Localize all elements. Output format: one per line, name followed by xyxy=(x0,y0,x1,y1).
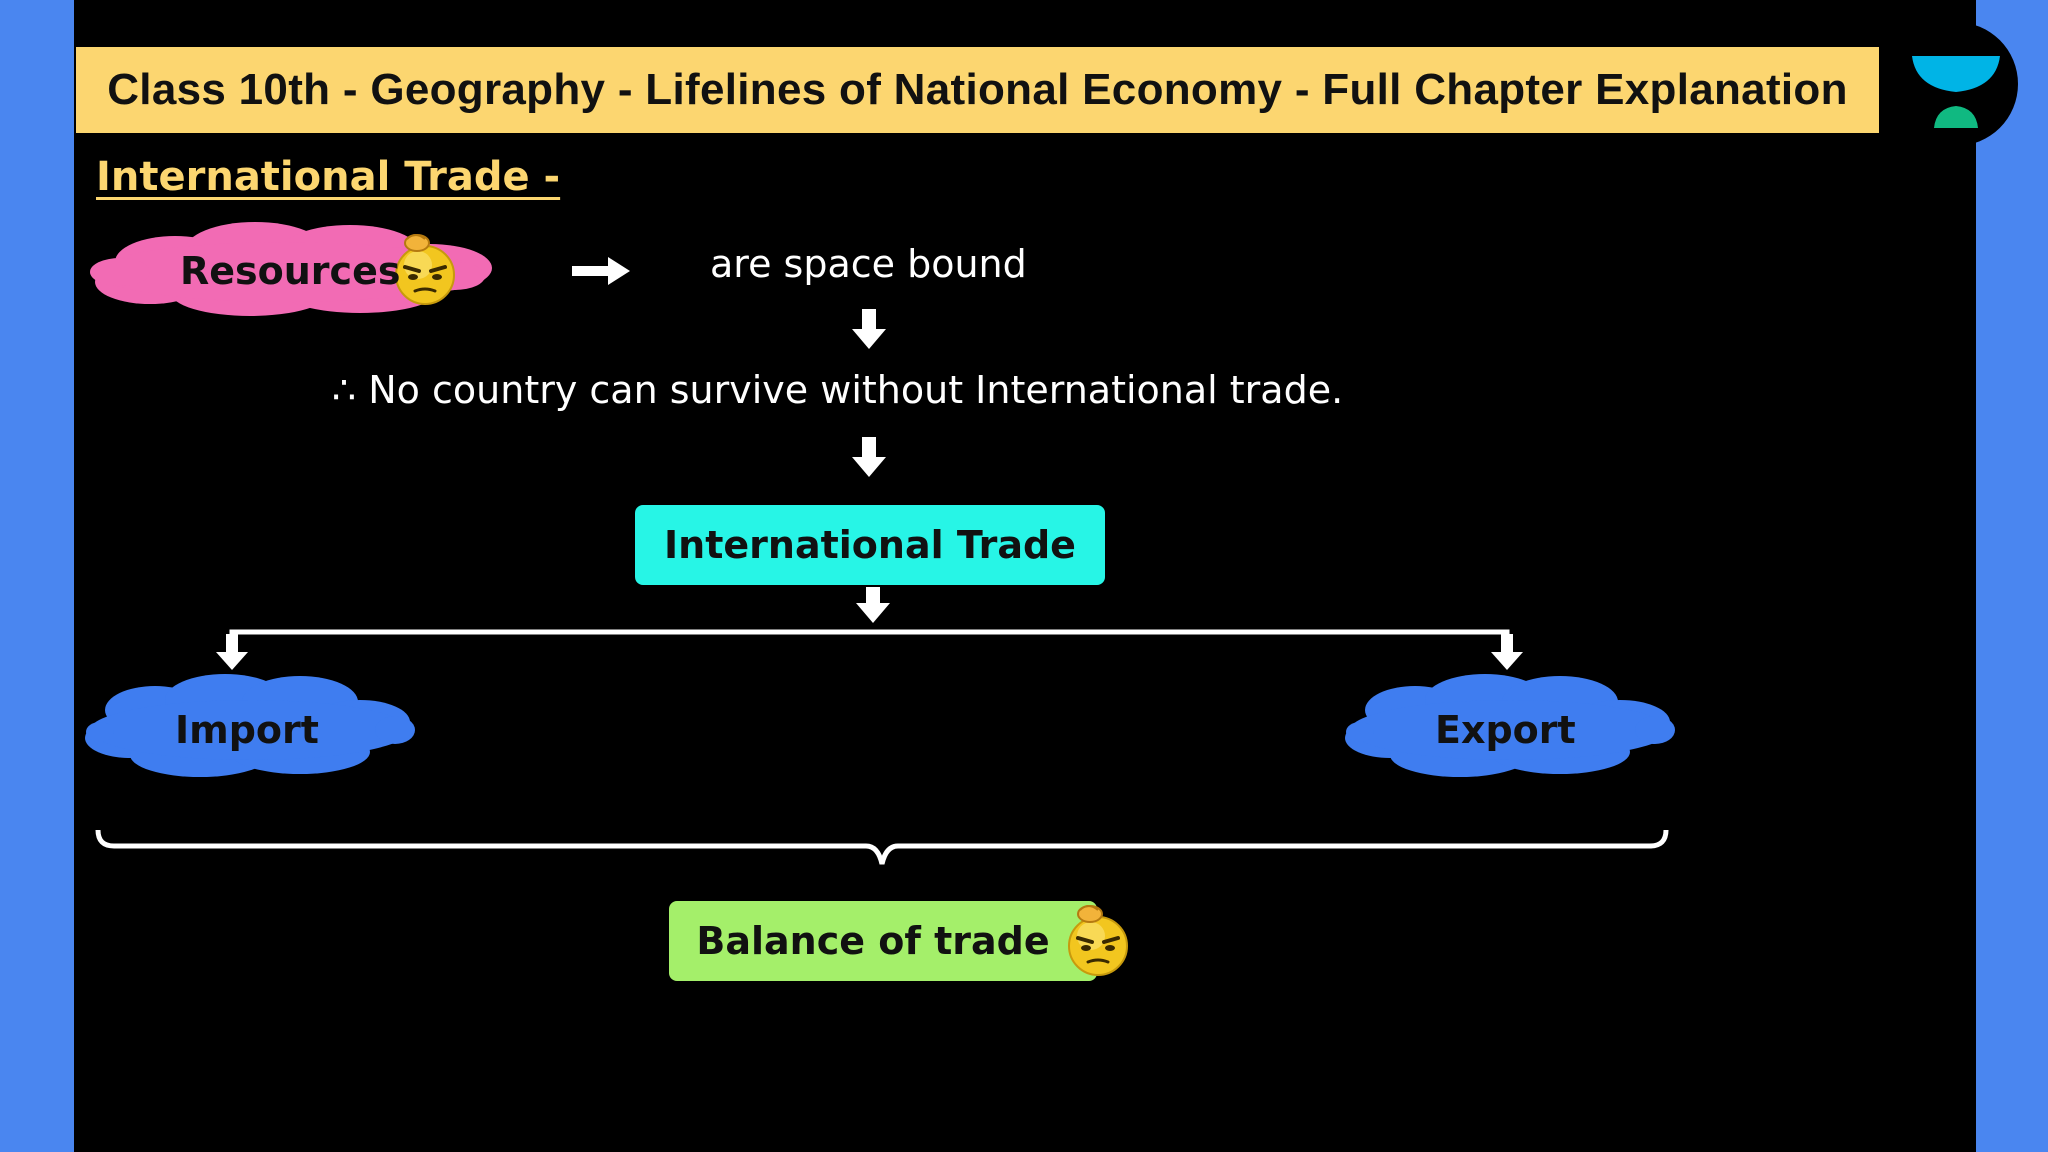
international-trade-box: International Trade xyxy=(635,505,1105,585)
split-connector xyxy=(229,629,1510,647)
down-arrow-icon xyxy=(852,309,886,349)
brace-icon xyxy=(95,829,1669,865)
export-label: Export xyxy=(1435,708,1576,752)
down-arrow-icon xyxy=(216,634,248,670)
import-cloud xyxy=(85,674,415,777)
page-title: Class 10th - Geography - Lifelines of Na… xyxy=(107,65,1848,114)
down-arrow-icon xyxy=(856,587,890,623)
balance-of-trade-box: Balance of trade xyxy=(669,901,1097,981)
right-arrow-icon xyxy=(572,257,630,285)
section-heading: International Trade - xyxy=(96,154,561,200)
import-label: Import xyxy=(175,708,319,752)
export-cloud xyxy=(1345,674,1675,777)
logo-icon xyxy=(1912,56,2000,128)
title-bar: Class 10th - Geography - Lifelines of Na… xyxy=(76,47,1879,133)
down-arrow-icon xyxy=(852,437,886,477)
resources-label: Resources xyxy=(180,249,401,293)
international-trade-label: International Trade xyxy=(664,523,1076,567)
balance-of-trade-label: Balance of trade xyxy=(696,919,1050,963)
space-bound-text: are space bound xyxy=(710,242,1027,286)
down-arrow-icon xyxy=(1491,634,1523,670)
conclusion-text: ∴ No country can survive without Interna… xyxy=(332,368,1344,412)
